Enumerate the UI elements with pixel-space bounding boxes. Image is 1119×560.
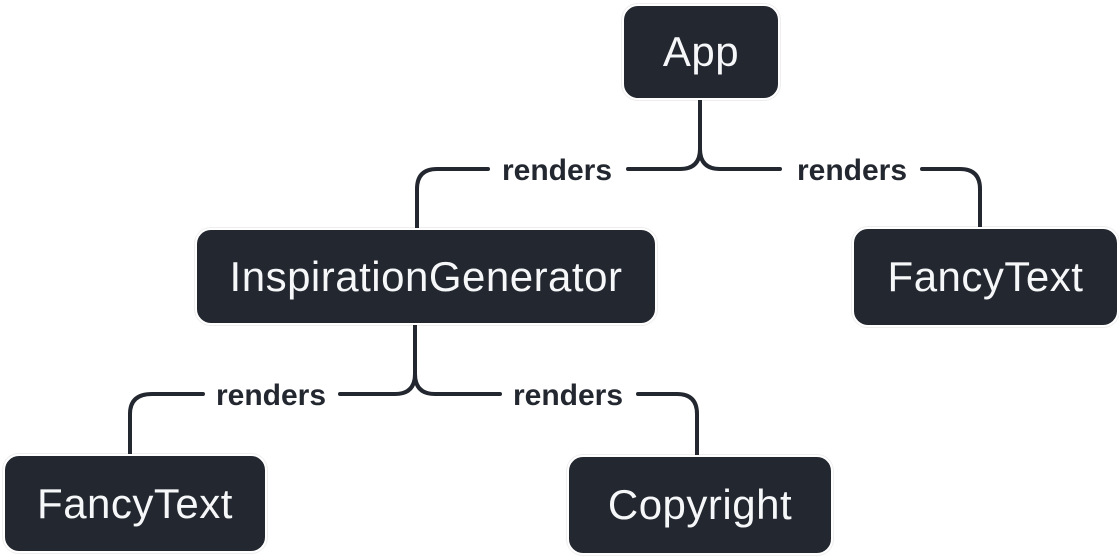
node-fancy-text-top-label: FancyText [887, 253, 1084, 300]
node-fancy-text-bottom-label: FancyText [37, 479, 233, 527]
node-fancy-text-bottom: FancyText [3, 454, 267, 553]
node-inspiration-generator: InspirationGenerator [195, 228, 657, 325]
edge-label-renders: renders [216, 379, 326, 412]
edge-app-to-fancytext-segment [698, 147, 782, 171]
edge-app-to-inspirationgenerator-segment [626, 147, 702, 171]
edge-label-renders: renders [502, 154, 612, 187]
node-fancy-text-top: FancyText [852, 227, 1119, 327]
node-app-label: App [662, 28, 740, 75]
edge-app-to-inspirationgenerator-segment [415, 167, 490, 230]
node-app: App [622, 4, 780, 100]
edge-inspirationgenerator-to-fancytext-segment [128, 392, 205, 456]
edge-inspirationgenerator-to-fancytext-segment [338, 372, 417, 396]
edge-inspirationgenerator-to-copyright-segment [636, 392, 699, 457]
node-copyright-label: Copyright [607, 481, 793, 528]
node-inspiration-generator-label: InspirationGenerator [229, 252, 623, 300]
edge-app-to-fancytext-segment [920, 167, 982, 229]
edge-label-renders: renders [513, 379, 623, 412]
edge-label-renders: renders [797, 154, 907, 187]
node-copyright: Copyright [567, 455, 833, 555]
edge-inspirationgenerator-to-copyright-segment [413, 372, 502, 396]
